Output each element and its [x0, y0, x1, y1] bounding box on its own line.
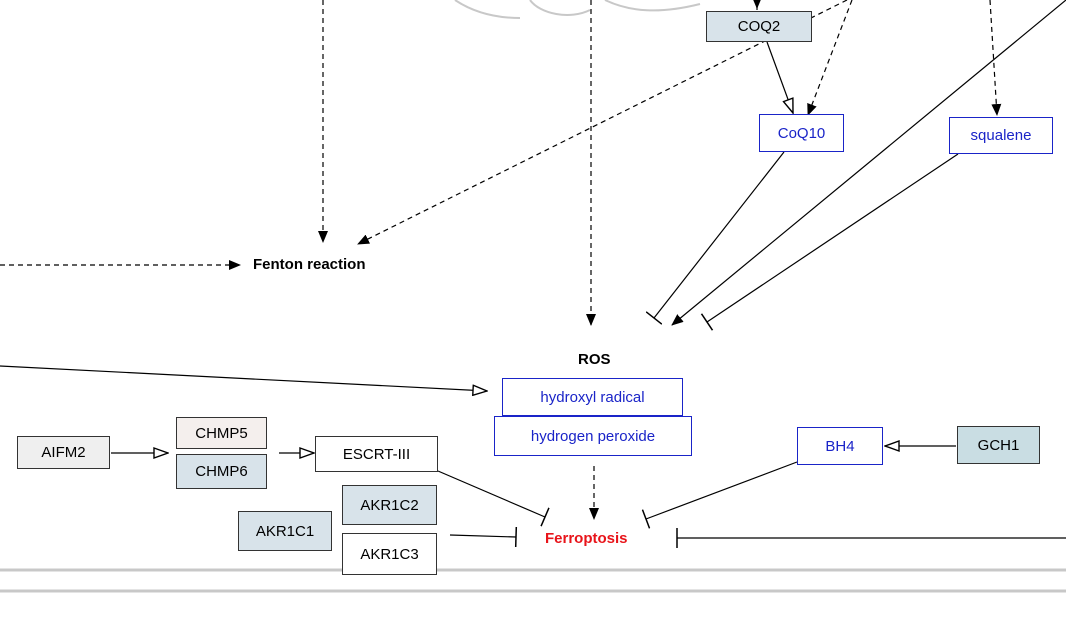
edge-inhibit — [641, 461, 798, 529]
metabolite-hydroxyl-radical[interactable]: hydroxyl radical — [502, 378, 683, 416]
edge-inhibit — [645, 151, 785, 325]
metabolite-bh4[interactable]: BH4 — [797, 427, 883, 465]
metabolite-coq10[interactable]: CoQ10 — [759, 114, 844, 152]
ferroptosis-label: Ferroptosis — [545, 530, 628, 547]
edge-arrow — [671, 0, 1066, 326]
organelle-outline — [454, 0, 521, 19]
metabolite-squalene[interactable]: squalene — [949, 117, 1053, 154]
gene-chmp5[interactable]: CHMP5 — [176, 417, 267, 449]
organelle-outline — [604, 0, 701, 12]
edge-open-arrow — [766, 41, 793, 113]
gene-aifm2[interactable]: AIFM2 — [17, 436, 110, 469]
fenton-reaction-label: Fenton reaction — [253, 256, 366, 273]
edge-open-arrow — [0, 365, 487, 391]
edge-dashed — [989, 0, 1002, 116]
metabolite-hydrogen-peroxide[interactable]: hydrogen peroxide — [494, 416, 692, 456]
gene-akr1c2[interactable]: AKR1C2 — [342, 485, 437, 525]
ros-label: ROS — [578, 351, 611, 368]
organelle-outline — [529, 0, 591, 16]
edge-inhibit — [449, 526, 518, 548]
edge-inhibit — [700, 153, 959, 331]
gene-chmp6[interactable]: CHMP6 — [176, 454, 267, 489]
edge-dashed — [807, 0, 853, 116]
edge-inhibit — [437, 470, 550, 527]
gene-akr1c3[interactable]: AKR1C3 — [342, 533, 437, 575]
gene-escrt-iii[interactable]: ESCRT-III — [315, 436, 438, 472]
gene-gch1[interactable]: GCH1 — [957, 426, 1040, 464]
gene-coq2[interactable]: COQ2 — [706, 11, 812, 42]
gene-akr1c1[interactable]: AKR1C1 — [238, 511, 332, 551]
